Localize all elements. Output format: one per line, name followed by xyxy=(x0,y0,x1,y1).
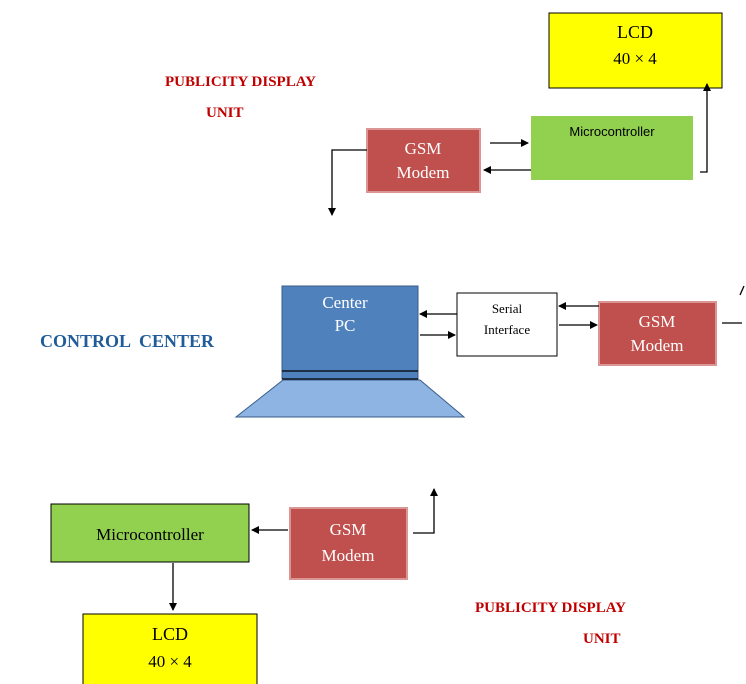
center-pc-base xyxy=(234,379,466,418)
top-unit-title-line1: PUBLICITY DISPLAY xyxy=(165,74,316,90)
bottom-lcd-size: 40 × 4 xyxy=(148,652,192,671)
control-center-title: CONTROL CENTER xyxy=(40,331,215,351)
top-gsm-label-line2: Modem xyxy=(397,163,450,182)
bottom-gsm-box xyxy=(289,507,408,580)
bottom-unit-title-line1: PUBLICITY DISPLAY xyxy=(475,600,626,616)
top-gsm-box xyxy=(366,128,481,193)
center-gsm-box xyxy=(598,301,717,366)
center-pc-label-line1: Center xyxy=(322,293,368,312)
top-microcontroller-box xyxy=(531,116,693,180)
center-gsm-label-line2: Modem xyxy=(631,336,684,355)
bottom-gsm-label-line1: GSM xyxy=(330,520,367,539)
center-pc-screen xyxy=(281,285,419,380)
top-micro-to-lcd-arrow xyxy=(700,83,711,173)
top-lcd-label: LCD xyxy=(617,22,653,42)
serial-interface-box xyxy=(456,292,558,357)
center-gsm-label-line1: GSM xyxy=(639,312,676,331)
top-gsm-label-line1: GSM xyxy=(405,139,442,158)
bottom-gsm-label-line2: Modem xyxy=(322,546,375,565)
top-gsm-down-arrow xyxy=(328,149,367,216)
serial-interface-label-line1: Serial xyxy=(492,301,523,316)
bottom-unit-title-line2: UNIT xyxy=(583,631,621,647)
top-microcontroller-label: Microcontroller xyxy=(569,124,655,139)
serial-interface-label-line2: Interface xyxy=(484,322,530,337)
top-unit-title-line2: UNIT xyxy=(206,105,244,121)
top-lcd-size: 40 × 4 xyxy=(613,49,657,68)
bottom-microcontroller-label: Microcontroller xyxy=(96,525,204,544)
bottom-lcd-box xyxy=(82,613,258,684)
top-lcd-box xyxy=(548,12,723,89)
center-pc-label-line2: PC xyxy=(335,316,356,335)
bottom-lcd-label: LCD xyxy=(152,624,188,644)
bottom-microcontroller-box xyxy=(50,503,250,563)
center-gsm-up-stub xyxy=(739,285,745,296)
bottom-gsm-up-arrow xyxy=(413,488,438,534)
